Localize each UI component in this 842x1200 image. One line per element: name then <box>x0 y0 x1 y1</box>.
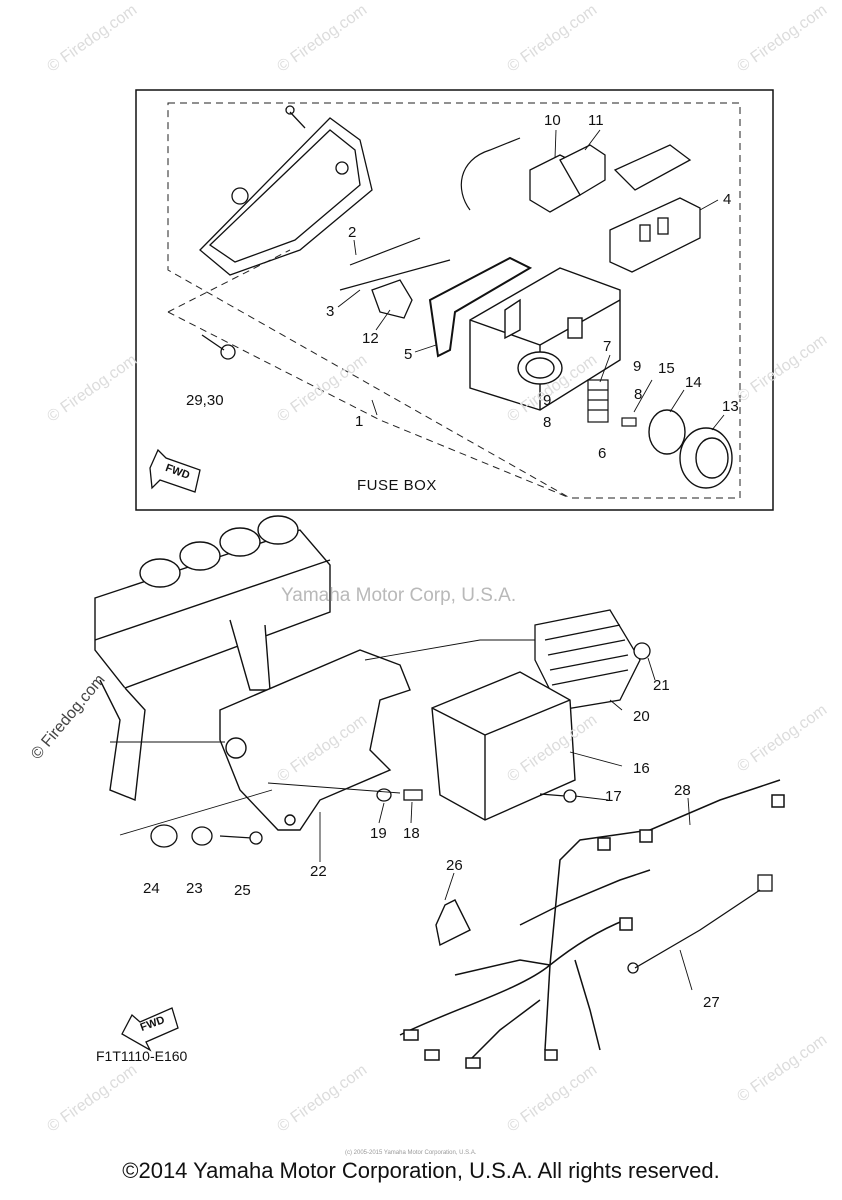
part-label-20: 20 <box>633 708 650 725</box>
hardware <box>150 642 651 848</box>
part-label-17: 17 <box>605 788 622 805</box>
part-label-28: 28 <box>674 782 691 799</box>
part-label-16: 16 <box>633 760 650 777</box>
part-label-21: 21 <box>653 677 670 694</box>
rubber-boot-12 <box>371 279 413 319</box>
cover-4 <box>609 144 701 273</box>
part-label-25: 25 <box>234 882 251 899</box>
lower-leader-lines <box>110 639 693 991</box>
part-label-14: 14 <box>685 374 702 391</box>
inset-title: FUSE BOX <box>357 477 437 494</box>
relays <box>529 144 606 213</box>
part-label-6: 6 <box>598 445 607 462</box>
wires <box>339 137 521 291</box>
battery-lead-27 <box>627 874 773 974</box>
part-label-29-30: 29,30 <box>186 392 224 409</box>
part-label-9b: 9 <box>543 392 552 409</box>
part-label-22: 22 <box>310 863 327 880</box>
diagram-code: F1T1110-E160 <box>96 1048 188 1064</box>
fuse-box-inset-frame <box>135 89 774 511</box>
part-label-5: 5 <box>404 346 413 363</box>
watermark-center: Yamaha Motor Corp, U.S.A. <box>281 585 517 606</box>
cap-and-oring <box>648 409 733 489</box>
part-label-24: 24 <box>143 880 160 897</box>
part-label-4: 4 <box>723 191 732 208</box>
fine-print: (c) 2005-2015 Yamaha Motor Corporation, … <box>345 1150 477 1156</box>
part-label-11: 11 <box>588 112 604 129</box>
part-label-8b: 8 <box>543 414 552 431</box>
part-label-12: 12 <box>362 330 379 347</box>
part-label-9a: 9 <box>633 358 642 375</box>
part-label-7: 7 <box>603 338 612 355</box>
part-label-27: 27 <box>703 994 720 1011</box>
copyright-footer: ©2014 Yamaha Motor Corporation, U.S.A. A… <box>122 1158 720 1183</box>
leader-lines <box>337 129 725 431</box>
fuse-box-cover <box>199 105 373 276</box>
fwd-arrow-bottom <box>121 1007 179 1052</box>
fuse-block <box>587 379 637 427</box>
fuse-box-body <box>469 267 621 411</box>
part-label-2: 2 <box>348 224 357 241</box>
wire-harness-28 <box>399 779 785 1069</box>
part-label-8a: 8 <box>634 386 643 403</box>
gasket <box>428 256 533 358</box>
engine-cylinder-head <box>94 515 331 801</box>
part-label-26: 26 <box>446 857 463 874</box>
bolt-29-30 <box>201 334 236 360</box>
part-label-1: 1 <box>355 413 364 430</box>
part-label-3: 3 <box>326 303 335 320</box>
fwd-arrow-top <box>149 448 201 493</box>
part-label-13: 13 <box>722 398 739 415</box>
bracket-22 <box>219 649 411 831</box>
part-label-19: 19 <box>370 825 387 842</box>
cdi-unit-16 <box>431 671 576 821</box>
part-label-23: 23 <box>186 880 203 897</box>
part-label-10: 10 <box>544 112 561 129</box>
clip-26 <box>435 899 471 947</box>
rectifier-20 <box>534 609 641 711</box>
part-label-18: 18 <box>403 825 420 842</box>
part-label-15: 15 <box>658 360 675 377</box>
